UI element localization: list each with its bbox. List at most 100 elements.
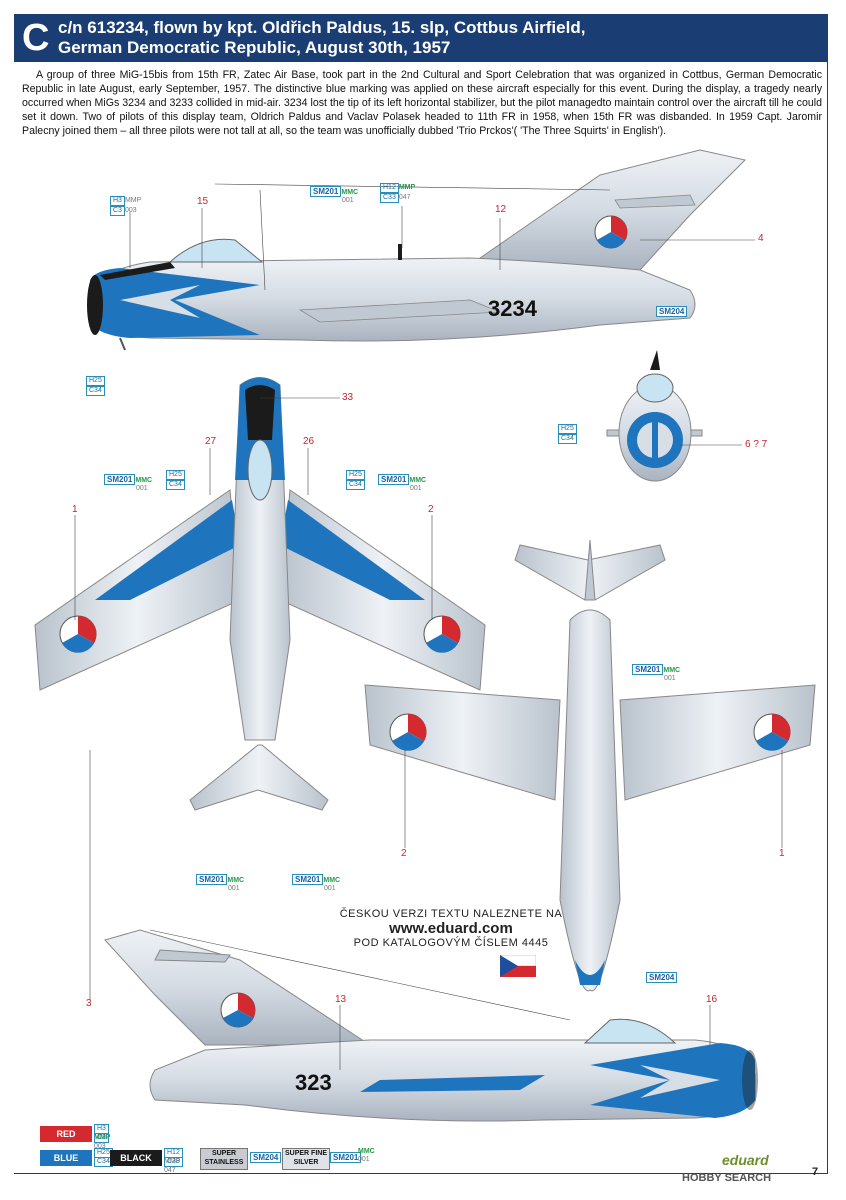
code-sm201-tl: SM201 (196, 874, 228, 885)
callout-13: 13 (335, 994, 347, 1005)
code-h12: H12 (380, 183, 399, 193)
callout-6-7: 6 ? 7 (745, 439, 768, 450)
code-h3: H3 (110, 196, 125, 206)
code-c34-lw: C34 (166, 480, 185, 490)
legend-mmp-047: MMP (164, 1158, 181, 1165)
code-h25-rw: H25 (346, 470, 365, 480)
code-h25-front: H25 (558, 424, 577, 434)
side-profile-right (104, 929, 758, 1122)
paint-code-blue-front: H25 C34 (558, 424, 577, 444)
callout-12: 12 (495, 204, 507, 215)
code-sm201-tr: SM201 (292, 874, 324, 885)
callout-3: 3 (86, 998, 92, 1009)
code-001-tr: 001 (324, 885, 336, 892)
code-h25-lw: H25 (166, 470, 185, 480)
callout-4: 4 (758, 233, 764, 244)
czech-note-line-1: ČESKOU VERZI TEXTU NALEZNETE NA (339, 908, 563, 920)
code-mmc: MMC (341, 189, 359, 196)
legend-003: 003 (94, 1143, 106, 1150)
legend-sm201: SM201 (330, 1152, 362, 1163)
code-mmc-tr: MMC (323, 877, 341, 884)
code-sm201-rw: SM201 (378, 474, 410, 485)
code-sm201-bottom: SM201 (632, 664, 664, 675)
code-c34-rw: C34 (346, 480, 365, 490)
callout-2-bottom: 2 (401, 848, 407, 859)
watermark: HOBBY SEARCH (682, 1172, 772, 1184)
code-mmc-tl: MMC (227, 877, 245, 884)
code-mmp: MMP (124, 197, 142, 204)
code-sm201-lw: SM201 (104, 474, 136, 485)
front-view (606, 350, 703, 482)
czech-flag-icon (500, 955, 536, 977)
legend-001: 001 (358, 1156, 370, 1163)
legend-super-fine-silver: SUPER FINE SILVER (282, 1148, 330, 1170)
code-001-bottom: 001 (664, 675, 676, 682)
code-001-rw: 001 (410, 485, 422, 492)
legend-c33: C33 (164, 1157, 183, 1167)
legend-blue-swatch: BLUE (40, 1150, 92, 1166)
aircraft-number-side-right: 323 (295, 1070, 332, 1095)
paint-code-blue-nose: H25 C34 (86, 376, 105, 396)
code-001-tl: 001 (228, 885, 240, 892)
legend-mmp: MMP (94, 1134, 111, 1141)
legend-super-stainless: SUPER STAINLESS (200, 1148, 248, 1170)
leader-lines (74, 183, 783, 1070)
code-mmc-rw: MMC (409, 477, 427, 484)
callout-26: 26 (303, 436, 315, 447)
czech-note-url[interactable]: www.eduard.com (389, 920, 513, 937)
code-c34-front: C34 (558, 434, 577, 444)
legend-mmc-codes: MMC 001 (358, 1148, 375, 1164)
code-mmc-bottom: MMC (663, 667, 681, 674)
code-mmp-047: MMP (398, 184, 416, 191)
paint-code-blue-right-wing: H25 C34 (346, 470, 365, 490)
callout-27: 27 (205, 436, 217, 447)
title-banner: C c/n 613234, flown by kpt. Oldřich Pald… (14, 14, 828, 62)
legend-mmc: MMC (358, 1148, 375, 1155)
title-line-1: c/n 613234, flown by kpt. Oldřich Paldus… (58, 18, 586, 37)
callout-33: 33 (342, 392, 354, 403)
legend-black-swatch: BLACK (110, 1150, 162, 1166)
czech-note: ČESKOU VERZI TEXTU NALEZNETE NA www.edua… (316, 908, 586, 949)
code-sm201: SM201 (310, 186, 342, 197)
profile-letter: C (22, 17, 50, 59)
bottom-view (364, 539, 816, 992)
legend-red-swatch: RED (40, 1126, 92, 1142)
legend-c3: C3 (94, 1133, 109, 1143)
callout-15: 15 (197, 196, 209, 207)
code-001-lw: 001 (136, 485, 148, 492)
aircraft-number-side: 3234 (488, 296, 538, 321)
callout-16: 16 (706, 994, 718, 1005)
top-view (34, 377, 486, 811)
code-sm204-top: SM204 (656, 306, 688, 317)
callout-2-top: 2 (428, 504, 434, 515)
legend-sm204: SM204 (250, 1152, 282, 1163)
code-001: 001 (342, 197, 354, 204)
code-003: 003 (124, 207, 137, 214)
code-h25: H25 (86, 376, 105, 386)
title-line-2: German Democratic Republic, August 30th,… (58, 38, 451, 57)
code-mmc-lw: MMC (135, 477, 153, 484)
czech-note-line-3: POD KATALOGOVÝM ČÍSLEM 4445 (353, 937, 549, 949)
code-c3: C3 (110, 206, 125, 216)
eduard-logo: eduard (722, 1152, 769, 1168)
side-profile-left (87, 149, 746, 351)
callout-1-bottom: 1 (779, 848, 785, 859)
description-text: A group of three MiG-15bis from 15th FR,… (22, 69, 822, 137)
page-number: 7 (812, 1166, 819, 1178)
legend-047: 047 (164, 1167, 176, 1174)
paint-code-blue-left-wing: H25 C34 (166, 470, 185, 490)
code-047: 047 (398, 194, 411, 201)
code-c33: C33 (380, 193, 399, 203)
callout-1-top: 1 (72, 504, 78, 515)
code-c34: C34 (86, 386, 105, 396)
code-sm204-bottom: SM204 (646, 972, 678, 983)
